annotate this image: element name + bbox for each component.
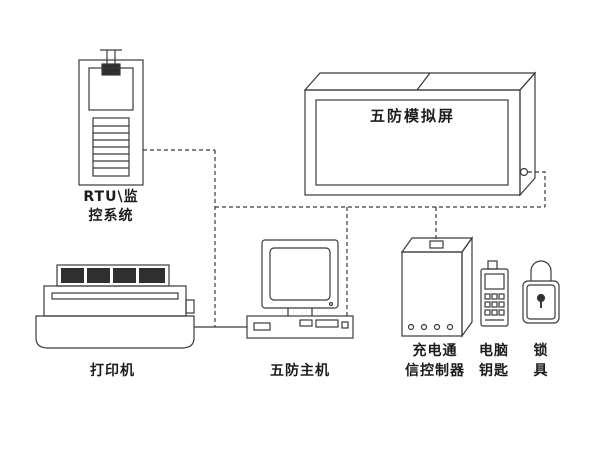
controller-label-line2: 信控制器 — [405, 363, 465, 379]
printer-side-tab — [185, 299, 195, 314]
panel-top-seam — [416, 72, 431, 91]
rtu-device — [78, 49, 144, 186]
printer-label: 打印机 — [90, 363, 135, 379]
host-base-button — [341, 321, 349, 329]
mimic-panel-label: 五防模拟屏 — [369, 107, 455, 125]
lock-label-line1: 锁 — [533, 343, 549, 359]
panel-inner-frame — [315, 99, 509, 186]
computer-key-device — [480, 260, 509, 327]
host-device — [246, 239, 354, 339]
key-screen — [484, 273, 505, 290]
connection-lines-dashed — [143, 149, 546, 327]
key-body — [480, 268, 509, 327]
controller-side-face — [461, 236, 473, 338]
host-base-unit — [246, 315, 354, 339]
computer-key-label-line2: 钥匙 — [479, 363, 509, 379]
lock-label-line2: 具 — [533, 363, 549, 379]
monitor-bezel — [261, 239, 339, 309]
monitor-power-button — [328, 301, 334, 307]
controller-indicator-dots — [407, 323, 454, 331]
host-base-slot1 — [253, 322, 271, 331]
mimic-panel-device — [303, 71, 537, 197]
printer-tray-slats — [61, 268, 165, 283]
lock-device — [522, 260, 560, 324]
key-antenna-stub — [487, 260, 498, 270]
printer-base — [35, 315, 195, 349]
rtu-upper-panel — [88, 67, 134, 111]
controller-device — [400, 236, 474, 338]
controller-top-face — [400, 237, 474, 253]
printer-device — [35, 264, 195, 349]
rtu-label-line2: 控系统 — [88, 208, 134, 224]
controller-label-line1: 充电通 — [412, 343, 458, 359]
rtu-label-line1: RTU\监 — [83, 189, 139, 205]
lock-body-inner — [526, 284, 556, 320]
host-base-slot2 — [299, 319, 313, 327]
lock-body — [522, 280, 560, 324]
host-base-slot3 — [315, 319, 339, 328]
panel-side-face — [519, 71, 536, 197]
controller-front-face — [401, 251, 463, 337]
lock-shackle — [530, 260, 552, 281]
printer-body — [43, 285, 187, 317]
rtu-cabinet-outline — [78, 59, 144, 186]
computer-key-label-line1: 电脑 — [479, 343, 509, 359]
controller-top-slot — [429, 240, 444, 249]
panel-front-face — [304, 89, 521, 196]
panel-link-line — [528, 171, 546, 207]
host-label: 五防主机 — [270, 363, 330, 379]
printer-output-slot — [51, 292, 179, 300]
monitor-screen — [269, 247, 331, 301]
rtu-vent-lines — [93, 125, 129, 169]
rtu-connector-block — [101, 63, 121, 76]
key-keypad — [484, 293, 505, 316]
panel-top-face — [303, 72, 537, 91]
panel-port-connector — [519, 167, 529, 177]
